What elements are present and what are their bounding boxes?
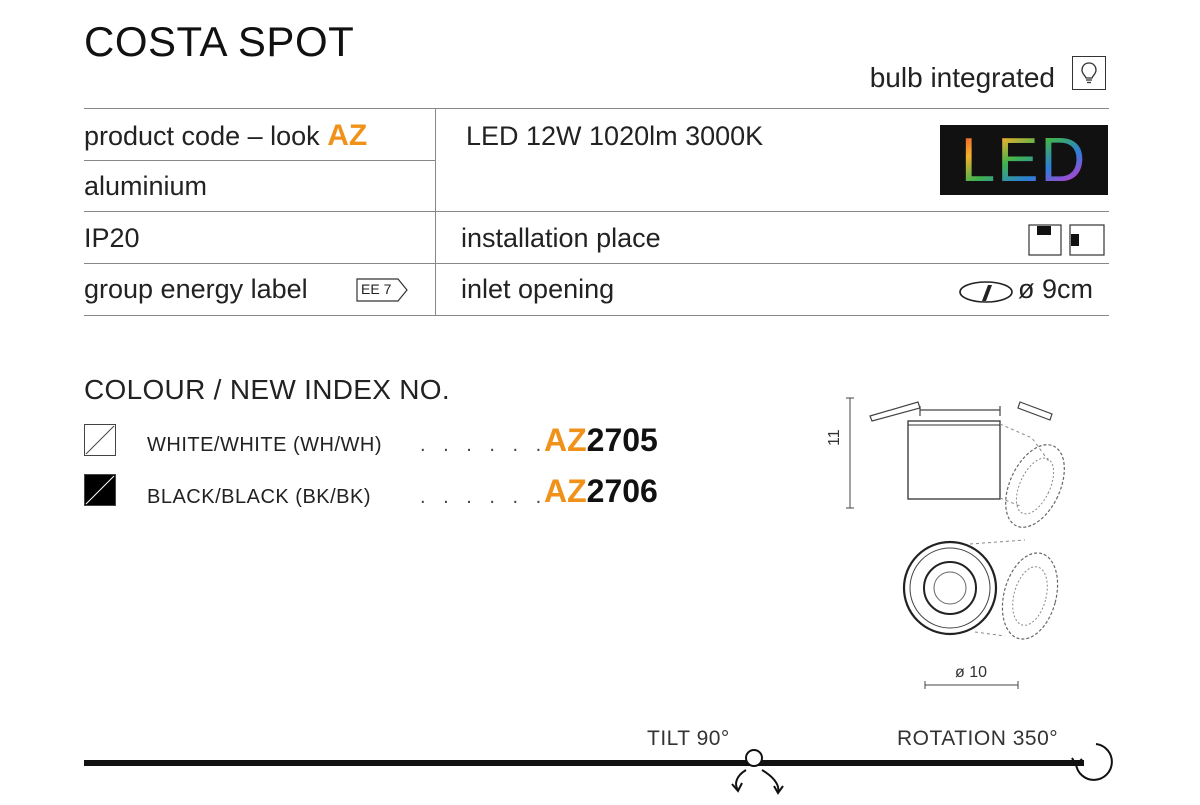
white-swatch-icon [84,424,116,456]
table-bottom-rule [84,315,1109,316]
index-code: AZ2706 [544,473,658,510]
inlet-opening-icon [958,277,1018,307]
product-code-label: product code – look [84,121,320,151]
product-code-row: product code – look AZ [84,119,367,153]
installation-place-label: installation place [461,223,661,253]
wall-mount-icon [1069,224,1105,256]
table-divider [435,108,436,316]
diameter-dimension [924,681,1019,689]
leader-dots: . . . . . . [420,434,548,456]
table-rule [84,263,1109,264]
index-code-number: 2706 [586,473,658,509]
index-code-prefix: AZ [544,473,587,509]
technical-drawing [820,388,1070,698]
rotation-label: ROTATION 350° [897,727,1059,750]
led-logo-badge: LED [940,125,1108,195]
colour-name: BLACK/BLACK (BK/BK) [147,486,372,508]
ip-rating-value: IP20 [84,223,140,253]
material-value: aluminium [84,171,208,201]
ceiling-mount-icon [1028,224,1062,256]
height-dimension-label: 11 [826,429,843,446]
leader-dots: . . . . . . [420,486,548,508]
led-badge-text: LED [961,126,1088,195]
spot-body-front-view [902,539,1059,640]
black-swatch-icon [84,474,116,506]
index-code-prefix: AZ [544,422,587,458]
spot-body-side-view [907,420,1065,528]
energy-label-text: group energy label [84,274,308,304]
height-dimension [846,397,854,509]
diameter-dimension-label: ø 10 [955,664,988,681]
installation-place-icons [1028,223,1108,257]
product-code-value: AZ [327,119,368,152]
energy-badge-text: EE 7 [361,281,392,297]
tilt-label: TILT 90° [647,727,730,750]
energy-label-badge: EE 7 [356,277,408,303]
led-spec-value: LED 12W 1020lm 3000K [466,121,764,151]
bottom-rail [84,760,1084,766]
bulb-icon [1072,56,1106,90]
colour-section-title: COLOUR / NEW INDEX NO. [84,374,450,405]
table-rule [84,211,1109,212]
tilt-icon [720,740,800,800]
inlet-opening-label: inlet opening [461,274,615,304]
index-code: AZ2705 [544,422,658,459]
table-rule [84,160,436,161]
index-code-number: 2705 [586,422,658,458]
mounting-clips [869,401,1053,422]
table-top-rule [84,108,1109,109]
colour-name: WHITE/WHITE (WH/WH) [147,434,382,456]
rotation-icon [1066,738,1116,788]
page-title: COSTA SPOT [84,18,355,65]
bulb-integrated-label: bulb integrated [869,62,1055,93]
inlet-opening-value: ø 9cm [1018,274,1094,304]
